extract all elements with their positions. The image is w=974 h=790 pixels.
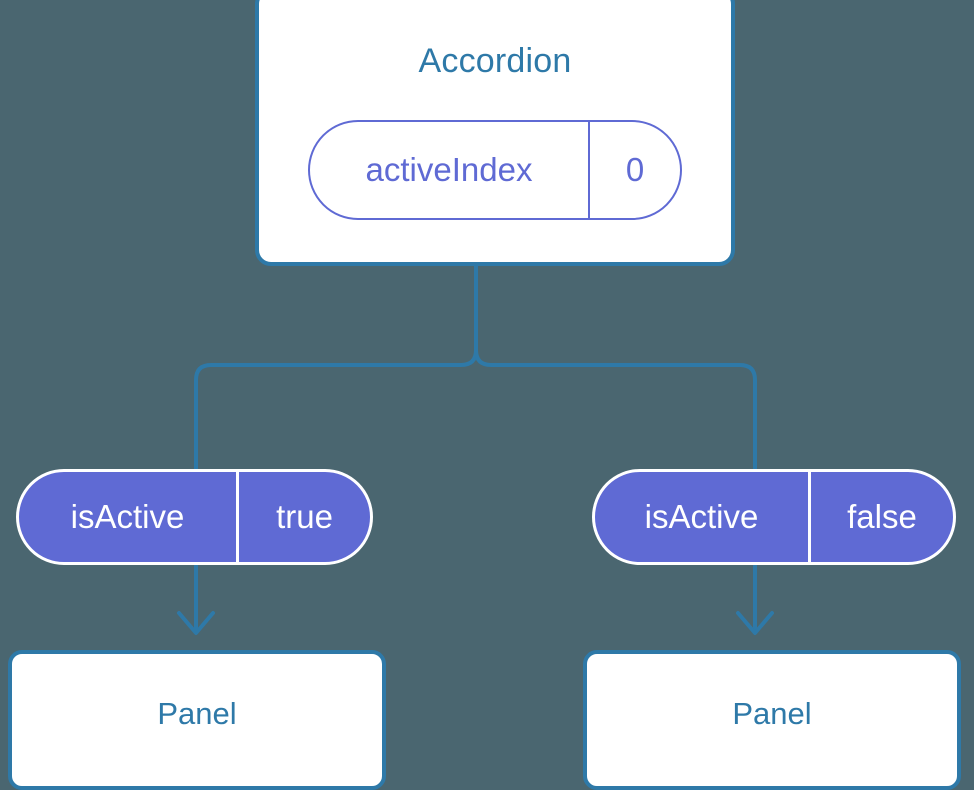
component-title-accordion: Accordion <box>418 42 572 80</box>
diagram-canvas: Accordion activeIndex 0 isActive true is… <box>8 0 961 790</box>
prop-pill-value: true <box>276 498 333 535</box>
component-title-panel: Panel <box>732 696 812 731</box>
prop-pill-key: isActive <box>19 472 239 562</box>
connector-root-stem <box>194 262 478 472</box>
prop-pill-key: isActive <box>595 472 811 562</box>
arrow-right-pill-to-panel <box>736 564 774 635</box>
arrow-left-pill-to-panel <box>177 564 215 635</box>
prop-pill-value: 0 <box>625 151 645 188</box>
connector-root-stem-right <box>474 262 757 472</box>
prop-pill-value: false <box>847 498 917 535</box>
prop-pill-is-active-true[interactable]: isActive true <box>16 469 373 565</box>
component-card-panel-left[interactable]: Panel <box>8 650 386 790</box>
prop-pill-key: activeIndex <box>310 122 590 218</box>
prop-pill-active-index[interactable]: activeIndex 0 <box>308 120 682 220</box>
prop-pill-is-active-false[interactable]: isActive false <box>592 469 956 565</box>
component-card-panel-right[interactable]: Panel <box>583 650 961 790</box>
component-title-panel: Panel <box>157 696 237 731</box>
